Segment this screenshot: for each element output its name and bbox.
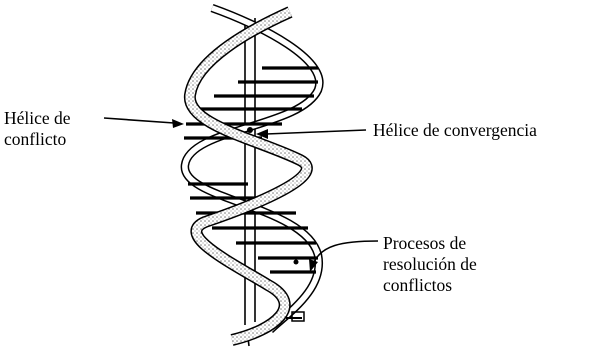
conflict-helix-label: Hélice de conflicto xyxy=(4,108,71,150)
resolution-label-line2: resolución de xyxy=(383,254,477,275)
conflict-helix-label-line2: conflicto xyxy=(4,129,71,150)
resolution-processes-label: Procesos de resolución de conflictos xyxy=(383,233,477,296)
convergence-helix-label-text: Hélice de convergencia xyxy=(373,120,537,141)
conflict-helix xyxy=(190,12,307,340)
convergence-leader-line xyxy=(256,129,366,139)
central-axis xyxy=(245,18,255,346)
conflict-helix-label-line1: Hélice de xyxy=(4,108,71,129)
resolution-label-line3: conflictos xyxy=(383,275,477,296)
convergence-helix-label: Hélice de convergencia xyxy=(373,120,537,141)
resolution-label-line1: Procesos de xyxy=(383,233,477,254)
conflict-leader-line xyxy=(104,118,184,128)
